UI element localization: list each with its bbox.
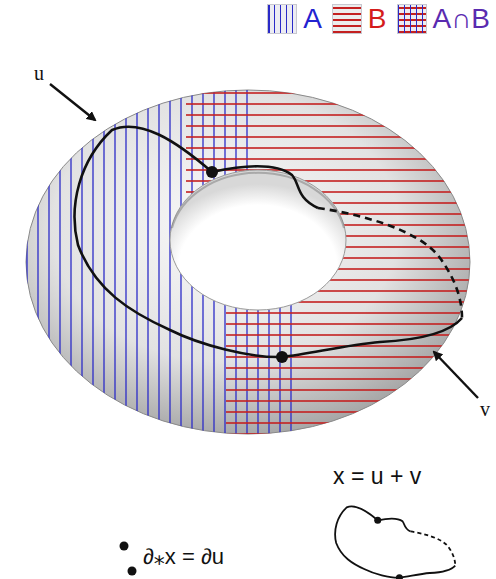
legend: A B A∩B (257, 4, 490, 34)
legend-swatch (332, 4, 362, 34)
torus-surface (20, 70, 480, 450)
curve-label: v (480, 398, 490, 420)
endpoint-dot (396, 574, 403, 579)
legend-swatch (267, 4, 297, 34)
legend-item: B (332, 4, 387, 34)
endpoint-dot (374, 517, 381, 524)
legend-swatch (397, 4, 427, 34)
legend-item: A∩B (397, 4, 490, 34)
loop-curve (75, 127, 462, 357)
legend-item: A (267, 4, 322, 34)
endpoint-dot (276, 351, 288, 363)
boundary-dot (120, 542, 129, 551)
formula-label: ∂⁎x = ∂u (143, 545, 224, 569)
legend-text: A∩B (433, 5, 490, 33)
formula-label: x = u + v (333, 464, 421, 489)
legend-text: A (303, 5, 322, 33)
curve-label: u (34, 62, 44, 84)
boundary-dot (128, 567, 137, 576)
legend-text: B (368, 5, 387, 33)
endpoint-dot (206, 166, 218, 178)
leader-arrow (434, 352, 478, 398)
small-loop (335, 506, 455, 577)
leader-arrow (50, 84, 95, 120)
